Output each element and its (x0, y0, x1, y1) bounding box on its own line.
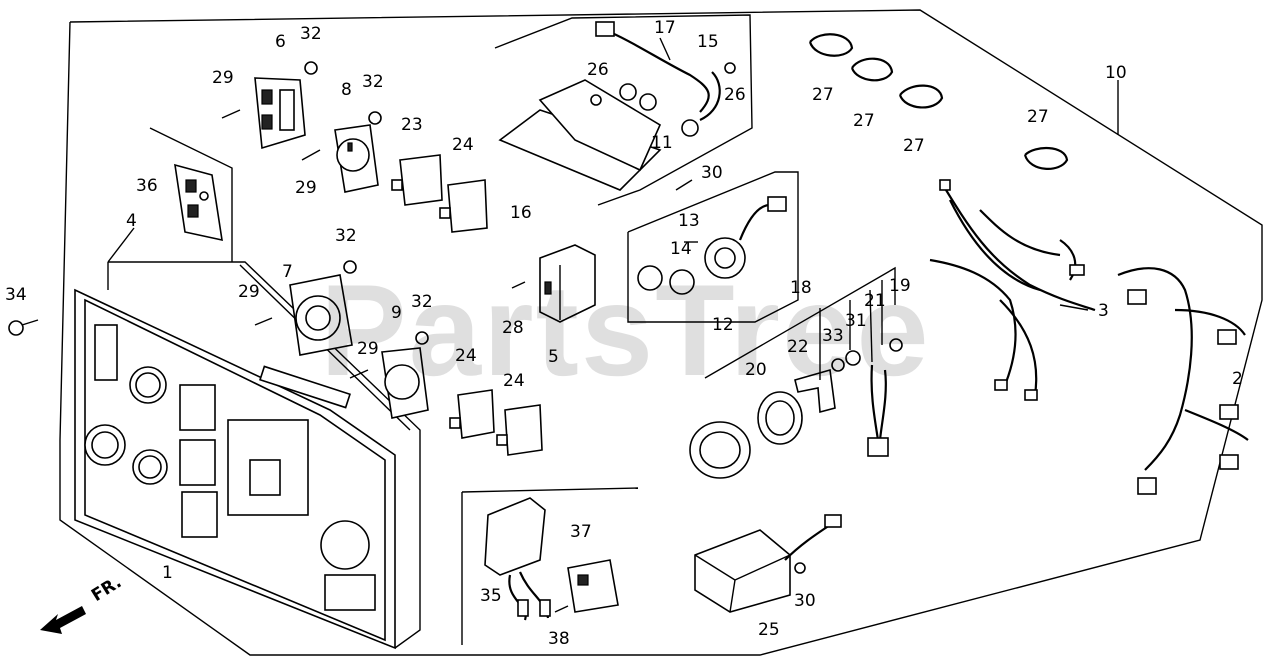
callout-4: 4 (126, 211, 137, 231)
harness-2 (1117, 267, 1249, 495)
callout-29a: 29 (212, 68, 234, 88)
callout-17: 17 (654, 18, 676, 38)
callout-30a: 30 (701, 163, 723, 183)
callout-26b: 26 (724, 85, 746, 105)
fasteners (8, 61, 806, 613)
hour-meter-20 (689, 391, 803, 479)
callout-6: 6 (275, 32, 286, 52)
callout-32d: 32 (411, 292, 433, 312)
callout-3: 3 (1098, 301, 1109, 321)
callout-1: 1 (162, 563, 173, 583)
switch-assembly-12 (627, 171, 799, 323)
callout-27a: 27 (812, 85, 834, 105)
callout-19: 19 (889, 276, 911, 296)
clamps-27 (808, 33, 1069, 170)
callout-32c: 32 (335, 226, 357, 246)
callout-36: 36 (136, 176, 158, 196)
callout-35: 35 (480, 586, 502, 606)
callout-27d: 27 (1027, 107, 1049, 127)
callout-2: 2 (1232, 369, 1243, 389)
bracket-22 (794, 338, 903, 457)
callout-22: 22 (787, 337, 809, 357)
callout-8: 8 (341, 80, 352, 100)
group-outline-18 (704, 266, 896, 379)
callout-21: 21 (864, 291, 886, 311)
front-arrow-icon (40, 606, 86, 634)
callout-labels: 1 2 3 4 5 6 7 8 9 10 11 12 13 14 15 16 1… (5, 18, 1243, 649)
callout-16: 16 (510, 203, 532, 223)
callout-31: 31 (845, 311, 867, 331)
callout-23: 23 (401, 115, 423, 135)
callout-32a: 32 (300, 24, 322, 44)
callout-5: 5 (548, 347, 559, 367)
callout-25: 25 (758, 620, 780, 640)
callout-14: 14 (670, 239, 692, 259)
leader-lines (107, 37, 1119, 380)
watermark: PartsTree (320, 257, 931, 403)
switch-6 (254, 77, 306, 150)
callout-27c: 27 (903, 136, 925, 156)
callout-27b: 27 (853, 111, 875, 131)
assembly-outline (59, 9, 1263, 656)
callout-34: 34 (5, 285, 27, 305)
relay-37 (567, 559, 619, 613)
receptacle-8 (334, 124, 379, 193)
callout-24-mid: 24 (455, 346, 477, 366)
callout-18: 18 (790, 278, 812, 298)
receptacle-7 (289, 274, 353, 356)
callout-28: 28 (502, 318, 524, 338)
callout-11: 11 (651, 133, 673, 153)
callout-38: 38 (548, 629, 570, 649)
unit-25 (694, 514, 842, 613)
callout-9: 9 (391, 303, 402, 323)
callout-33: 33 (822, 326, 844, 346)
callout-30b: 30 (794, 591, 816, 611)
callout-24-low: 24 (503, 371, 525, 391)
harness-3 (929, 179, 1096, 401)
callout-29d: 29 (357, 339, 379, 359)
callout-32b: 32 (362, 72, 384, 92)
callout-26a: 26 (587, 60, 609, 80)
breaker-24-mid (449, 389, 495, 439)
callout-13: 13 (678, 211, 700, 231)
receptacle-9 (381, 347, 429, 419)
callout-15: 15 (697, 32, 719, 52)
breaker-24-top (439, 179, 488, 233)
callout-37: 37 (570, 522, 592, 542)
meter-cluster-16 (494, 14, 753, 206)
callout-20: 20 (745, 360, 767, 380)
callout-12: 12 (712, 315, 734, 335)
breaker-24-low (496, 404, 543, 456)
callout-10: 10 (1105, 63, 1127, 83)
breaker-5 (539, 244, 596, 323)
front-panel (74, 288, 396, 650)
callout-29b: 29 (295, 178, 317, 198)
module-35 (461, 487, 639, 645)
callout-24-top: 24 (452, 135, 474, 155)
callout-7: 7 (282, 262, 293, 282)
outlet-36 (149, 127, 233, 262)
breaker-23 (391, 154, 443, 206)
callout-29c: 29 (238, 282, 260, 302)
